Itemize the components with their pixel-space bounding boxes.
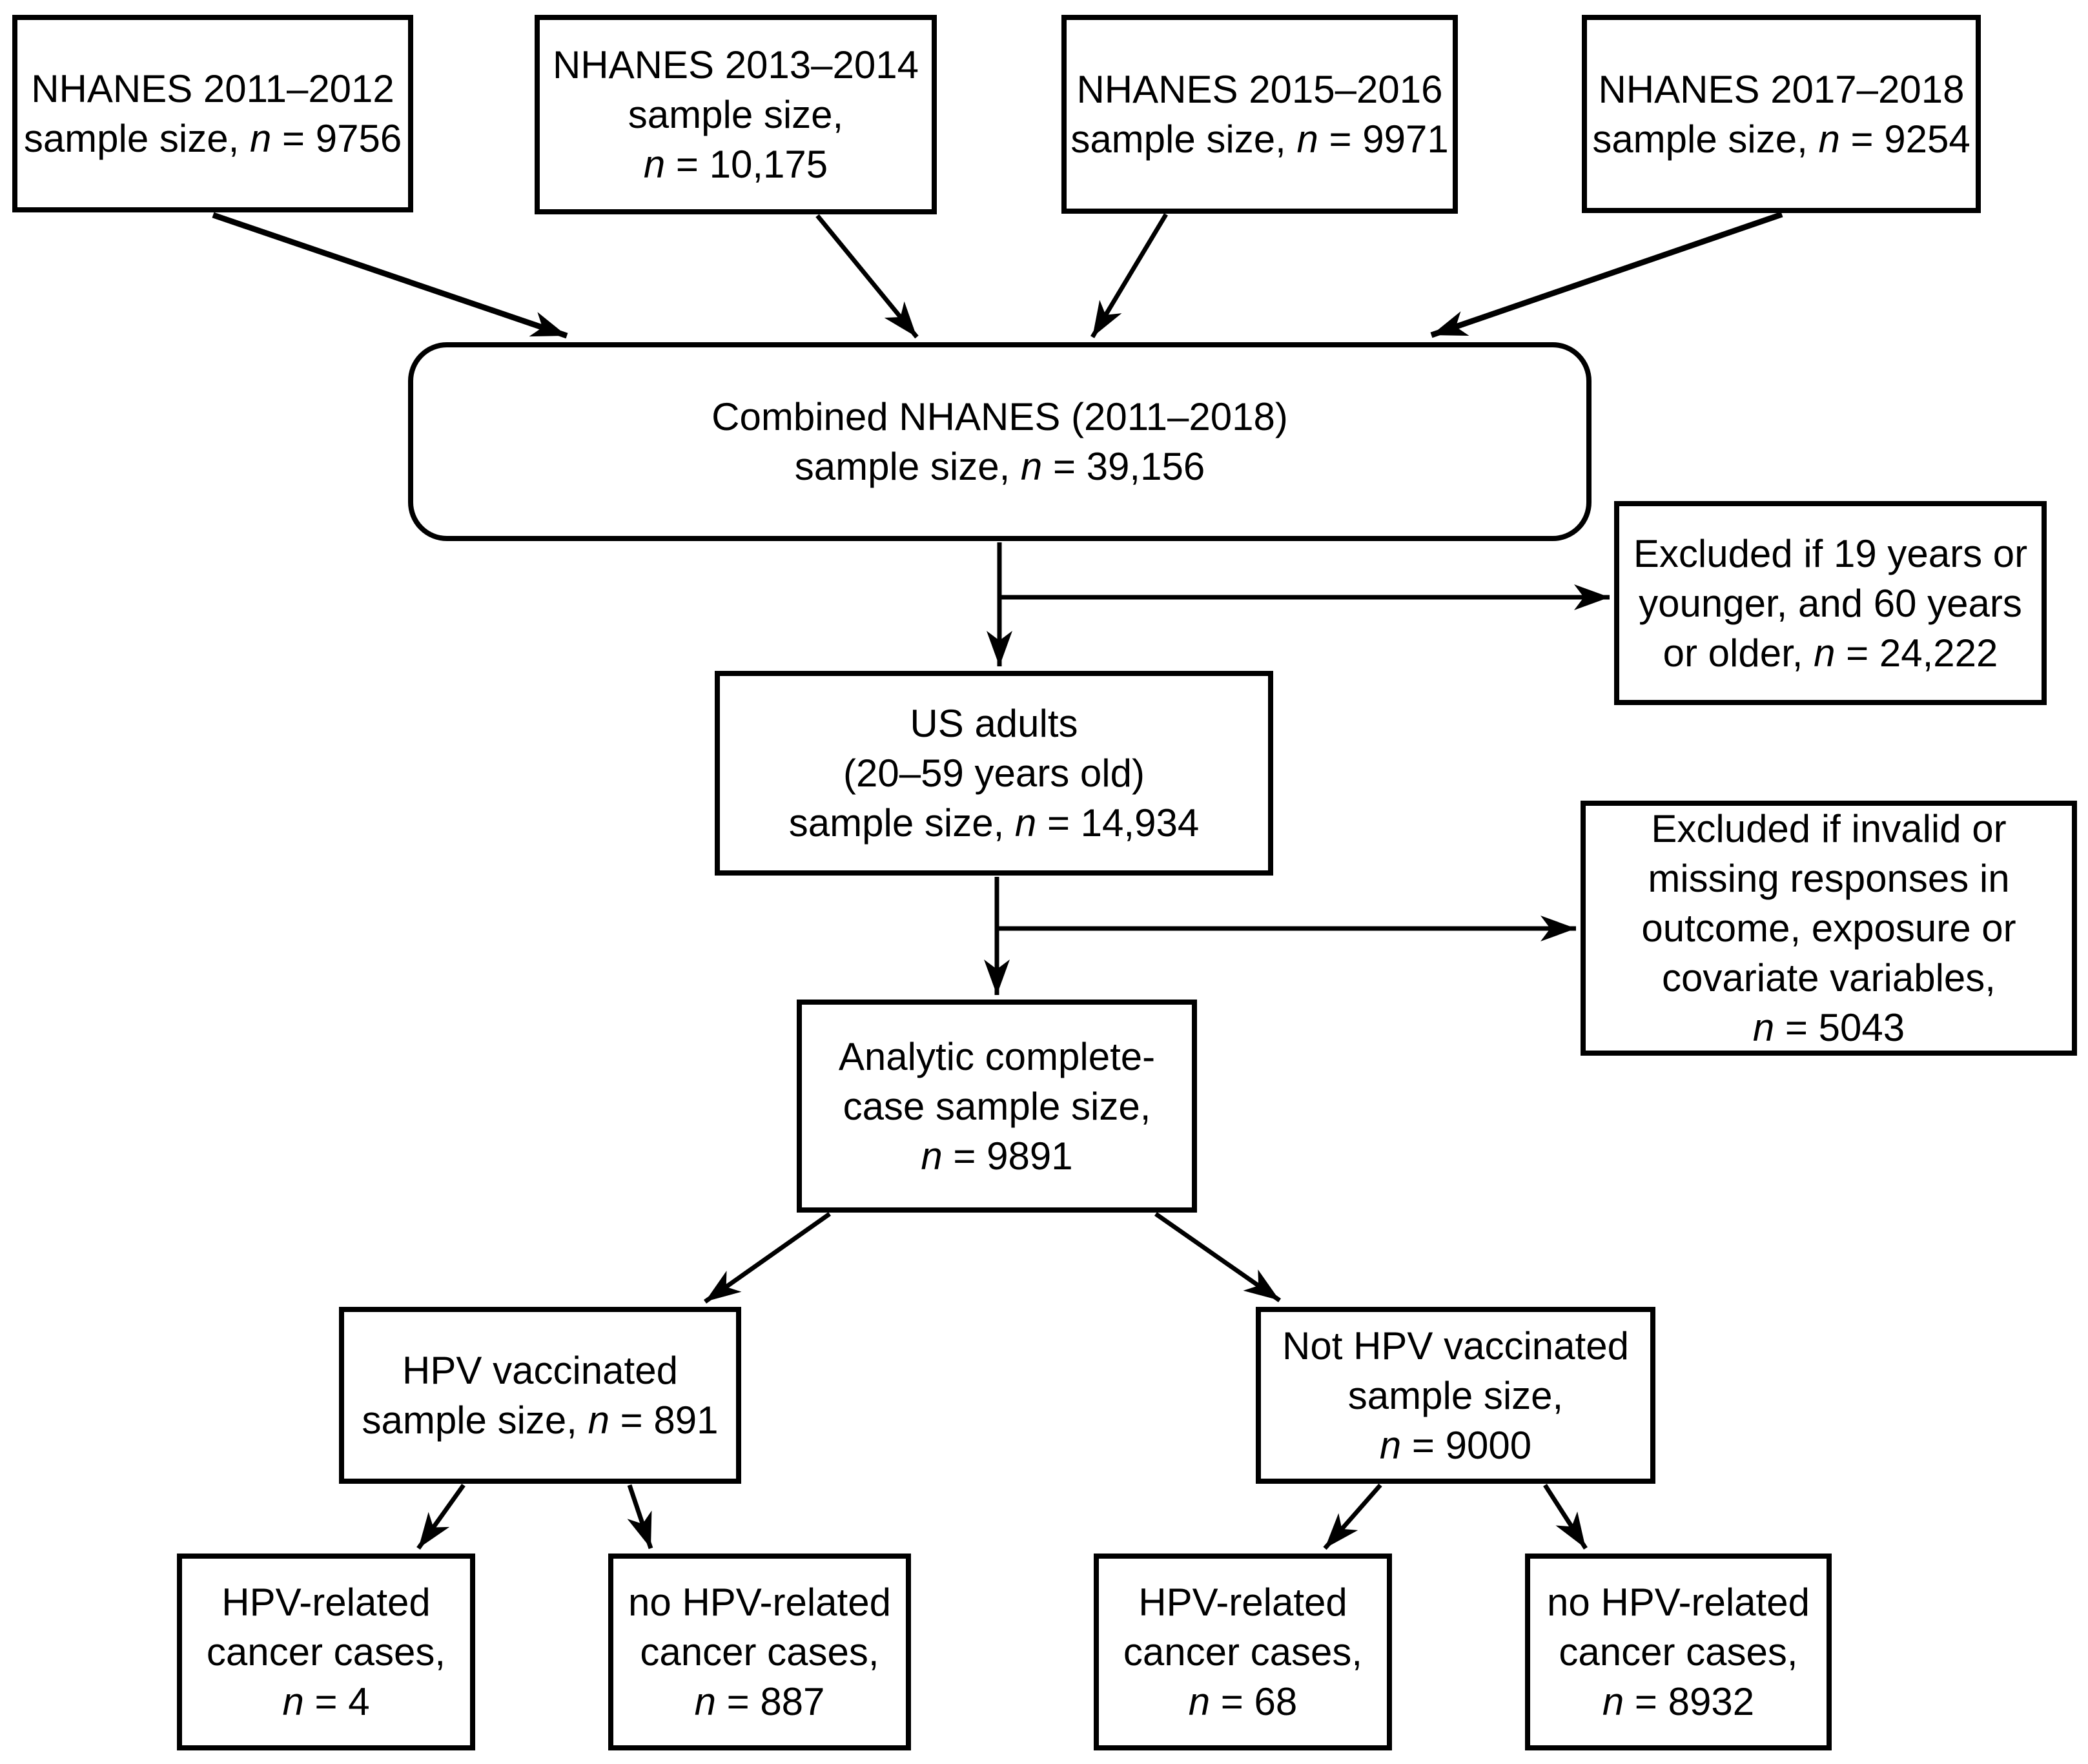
box-text-line: HPV-related — [221, 1581, 431, 1624]
box-text-line: cancer cases, — [1123, 1630, 1363, 1674]
box-not-hpv-vaccinated: Not HPV vaccinated sample size, n = 9000 — [1256, 1307, 1655, 1484]
box-excluded-age: Excluded if 19 years or younger, and 60 y… — [1614, 501, 2047, 705]
box-text-line: Excluded if invalid or — [1651, 807, 2007, 850]
box-text-line: Excluded if 19 years or — [1633, 531, 2028, 575]
box-text-line: sample size, n = 39,156 — [794, 445, 1205, 488]
arrow-nhanes-2017-2018-to-combined — [1430, 211, 1783, 338]
box-hpv-cancer-unvaccinated: HPV-related cancer cases, n = 68 — [1094, 1554, 1392, 1750]
box-text-line: sample size, — [628, 93, 844, 136]
box-nhanes-2013-2014: NHANES 2013–2014 sample size, n = 10,175 — [535, 15, 937, 214]
box-text-line: NHANES 2011–2012 — [31, 67, 394, 110]
box-text-line: no HPV-related — [1547, 1581, 1810, 1624]
box-text-line: NHANES 2015–2016 — [1076, 68, 1443, 111]
box-text-line: covariate variables, — [1662, 956, 1996, 1000]
box-text-line: Not HPV vaccinated — [1282, 1324, 1629, 1368]
box-text-line: NHANES 2017–2018 — [1598, 67, 1965, 111]
arrow-hpv-vaccinated-to-no-hpv-cancer — [627, 1484, 653, 1550]
arrow-nhanes-2011-2012-to-combined — [212, 212, 568, 339]
box-text-line: (20–59 years old) — [843, 752, 1145, 795]
box-text-line: n = 9891 — [921, 1134, 1073, 1178]
arrow-nhanes-2015-2016-to-combined — [1090, 213, 1169, 338]
box-text-line: sample size, n = 14,934 — [788, 801, 1200, 845]
box-text-line: NHANES 2013–2014 — [552, 43, 919, 87]
box-text-line: cancer cases, — [640, 1630, 879, 1674]
box-no-hpv-cancer-vaccinated: no HPV-related cancer cases, n = 887 — [608, 1554, 911, 1750]
box-text-line: no HPV-related — [628, 1581, 891, 1624]
box-text-line: n = 9000 — [1379, 1423, 1532, 1467]
arrow-analytic-to-not-hpv-vaccinated — [1154, 1212, 1282, 1302]
arrow-analytic-to-hpv-vaccinated — [703, 1212, 832, 1304]
arrow-nhanes-2013-2014-to-combined — [815, 214, 919, 339]
box-combined-nhanes: Combined NHANES (2011–2018) sample size, … — [408, 342, 1592, 541]
box-text-line: sample size, n = 891 — [362, 1399, 719, 1442]
box-analytic-complete-case: Analytic complete-case sample size, n = 9… — [797, 1000, 1197, 1213]
box-text-line: younger, and 60 years — [1639, 581, 2022, 625]
box-text-line: outcome, exposure or — [1641, 907, 2016, 950]
box-text-line: sample size, n = 9971 — [1070, 118, 1449, 161]
arrow-hpv-vaccinated-to-hpv-cancer — [416, 1483, 466, 1550]
box-nhanes-2017-2018: NHANES 2017–2018 sample size, n = 9254 — [1582, 15, 1981, 213]
box-text-line: sample size, — [1347, 1373, 1564, 1417]
box-text-line: n = 4 — [282, 1680, 370, 1723]
box-text-line: HPV-related — [1138, 1581, 1347, 1624]
arrow-not-hpv-to-no-hpv-cancer — [1543, 1484, 1588, 1550]
box-text-line: n = 5043 — [1752, 1006, 1905, 1049]
box-text-line: cancer cases, — [1559, 1630, 1798, 1674]
box-nhanes-2015-2016: NHANES 2015–2016 sample size, n = 9971 — [1061, 15, 1458, 214]
box-excluded-invalid-missing: Excluded if invalid or missing responses … — [1581, 801, 2077, 1056]
box-text-line: n = 887 — [694, 1680, 825, 1723]
box-text-line: Analytic complete- — [838, 1034, 1156, 1078]
box-text-line: Combined NHANES (2011–2018) — [711, 395, 1288, 438]
box-text-line: or older, n = 24,222 — [1663, 631, 1998, 675]
box-text-line: n = 10,175 — [643, 143, 828, 186]
box-hpv-cancer-vaccinated: HPV-related cancer cases, n = 4 — [177, 1554, 475, 1750]
box-text-line: missing responses in — [1648, 857, 2010, 900]
box-us-adults: US adults (20–59 years old) sample size, n… — [715, 671, 1273, 876]
box-no-hpv-cancer-unvaccinated: no HPV-related cancer cases, n = 8932 — [1525, 1554, 1832, 1750]
arrow-not-hpv-to-hpv-cancer — [1323, 1483, 1382, 1550]
box-text-line: US adults — [910, 702, 1078, 745]
box-hpv-vaccinated: HPV vaccinated sample size, n = 891 — [339, 1307, 741, 1484]
box-nhanes-2011-2012: NHANES 2011–2012 sample size, n = 9756 — [12, 15, 413, 212]
box-text-line: n = 68 — [1188, 1680, 1298, 1723]
box-text-line: case sample size, — [843, 1084, 1151, 1128]
box-text-line: cancer cases, — [206, 1630, 446, 1674]
box-text-line: sample size, n = 9756 — [23, 117, 402, 160]
box-text-line: sample size, n = 9254 — [1592, 117, 1970, 161]
box-text-line: HPV vaccinated — [402, 1349, 678, 1392]
box-text-line: n = 8932 — [1602, 1680, 1755, 1723]
